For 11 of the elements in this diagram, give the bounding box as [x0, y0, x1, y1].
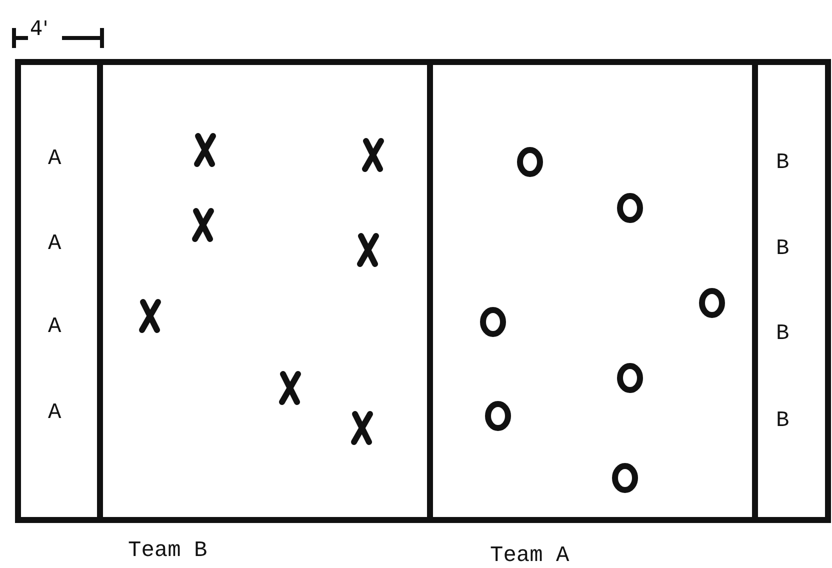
player-label: B: [776, 410, 790, 432]
player-label: A: [48, 402, 62, 424]
player-label: A: [48, 233, 62, 255]
player-label: A: [48, 316, 62, 338]
player-label: B: [776, 238, 790, 260]
dimension-label: 4': [30, 18, 48, 38]
player-label: B: [776, 323, 790, 345]
team-label: Team A: [490, 545, 570, 567]
player-label: B: [776, 152, 790, 174]
player-label: A: [48, 148, 62, 170]
team-label: Team B: [128, 540, 208, 562]
